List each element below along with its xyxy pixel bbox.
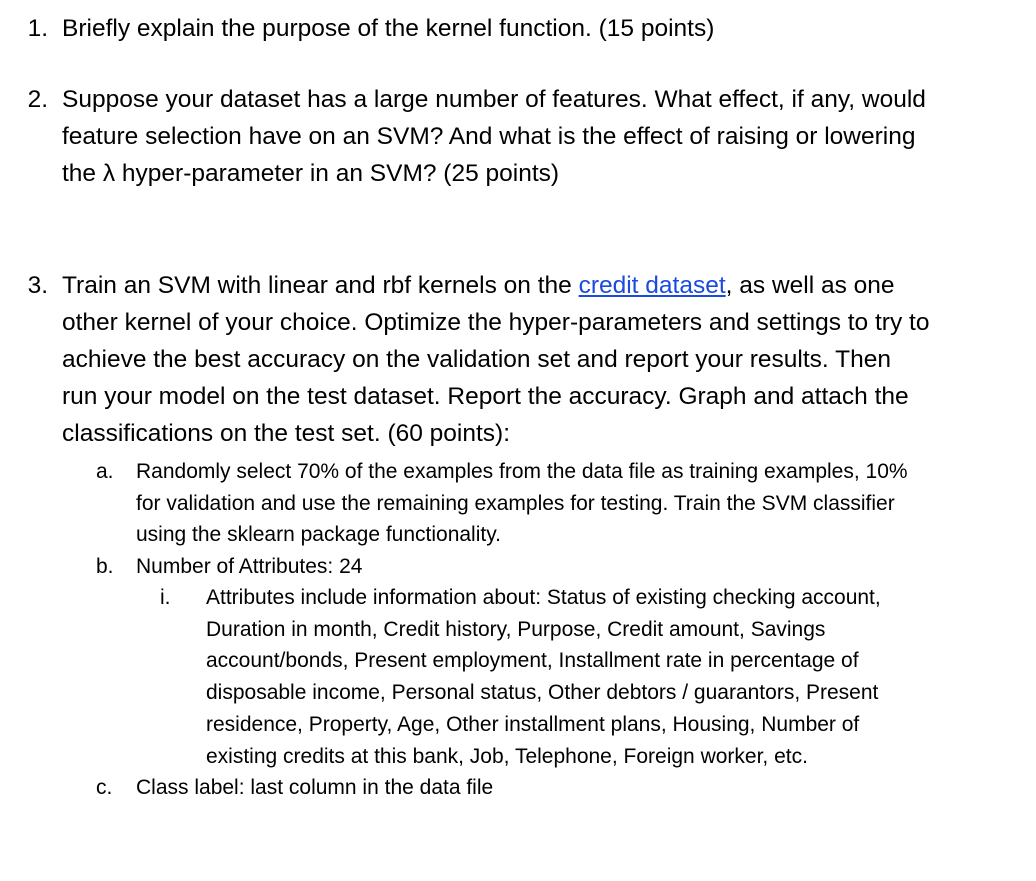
question-item-2: 2. Suppose your dataset has a large numb… [0, 81, 1036, 192]
question-text-1: Briefly explain the purpose of the kerne… [62, 15, 715, 42]
subitem-b-i: i. Attributes include information about:… [136, 582, 1036, 772]
subitem-b-sublist: i. Attributes include information about:… [136, 582, 1036, 772]
question-3-sublist: a. Randomly select 70% of the examples f… [62, 456, 1036, 804]
question-3-text-after-link: , as well as one other kernel of your ch… [62, 272, 930, 447]
subitem-c: c. Class label: last column in the data … [62, 772, 1036, 804]
question-list: 1. Briefly explain the purpose of the ke… [0, 10, 1036, 804]
subitem-marker-b: b. [96, 554, 114, 578]
subitem-text-a: Randomly select 70% of the examples from… [136, 460, 908, 546]
question-marker-3: 3. [27, 272, 48, 299]
question-3-text-before-link: Train an SVM with linear and rbf kernels… [62, 272, 579, 299]
subitem-text-c: Class label: last column in the data fil… [136, 776, 494, 800]
question-marker-2: 2. [27, 86, 48, 113]
credit-dataset-link[interactable]: credit dataset [578, 272, 726, 299]
subitem-text-b: Number of Attributes: 24 [136, 554, 363, 578]
subitem-text-b-i: Attributes include information about: St… [206, 586, 881, 768]
question-item-1: 1. Briefly explain the purpose of the ke… [0, 10, 1036, 47]
question-item-3: 3. Train an SVM with linear and rbf kern… [0, 267, 1036, 804]
subitem-a: a. Randomly select 70% of the examples f… [62, 456, 1036, 551]
subitem-b: b. Number of Attributes: 24 i. Attribute… [62, 551, 1036, 773]
question-marker-1: 1. [27, 15, 48, 42]
subitem-marker-c: c. [96, 776, 113, 800]
question-text-2: Suppose your dataset has a large number … [62, 86, 926, 187]
subitem-marker-a: a. [96, 460, 114, 483]
question-text-3: Train an SVM with linear and rbf kernels… [62, 267, 930, 452]
subitem-marker-b-i: i. [160, 586, 171, 609]
